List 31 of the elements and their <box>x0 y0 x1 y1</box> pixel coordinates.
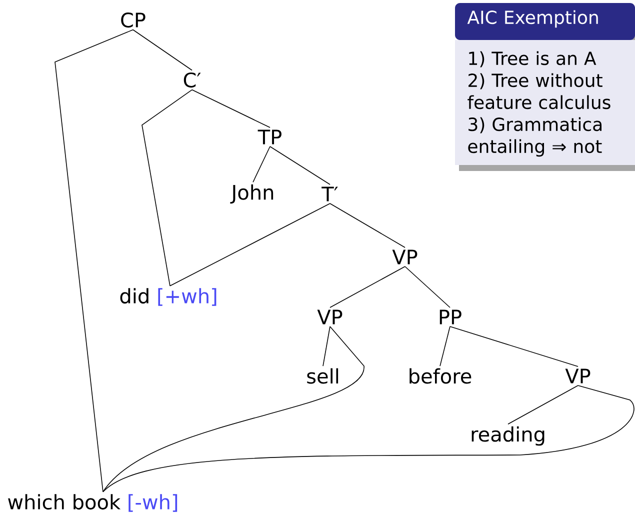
tree-label: CP <box>121 12 146 28</box>
tree-label: T′ <box>322 186 338 202</box>
tree-branch <box>508 385 578 425</box>
tree-branch <box>142 89 192 286</box>
tree-label: VP <box>392 250 418 264</box>
tree-branch <box>192 89 270 128</box>
tree-label: VP <box>317 310 342 324</box>
tree-branch <box>330 266 406 308</box>
tree-branch <box>102 385 634 492</box>
tree-branch <box>330 203 406 248</box>
tree-label: John <box>230 184 274 204</box>
tree-branch <box>270 146 330 185</box>
tree-label: which book [-wh] <box>8 494 178 512</box>
tree-branch <box>252 146 270 183</box>
tree-label: reading <box>472 426 544 446</box>
tree-label: VP <box>565 368 590 384</box>
tree-label: did [+wh] <box>120 288 216 306</box>
tree-label: before <box>410 368 472 384</box>
tree-branch <box>54 29 134 492</box>
tree-branch <box>170 203 330 286</box>
tree-label: C′ <box>184 72 201 88</box>
tree-label: PP <box>440 310 462 324</box>
tree-branch <box>404 266 450 308</box>
tree-branch <box>440 326 450 366</box>
tree-label: TP <box>258 130 282 144</box>
tree-branch <box>322 326 330 366</box>
tree-branch <box>132 29 192 71</box>
exemption-block: AIC Exemption 1) Tree is an A 2) Tree without feature calculus 3) Grammatica entailing ⇒ not <box>455 3 635 171</box>
tree-branch <box>450 326 578 367</box>
tree-branch <box>102 326 364 492</box>
tree-label: sell <box>307 368 338 384</box>
